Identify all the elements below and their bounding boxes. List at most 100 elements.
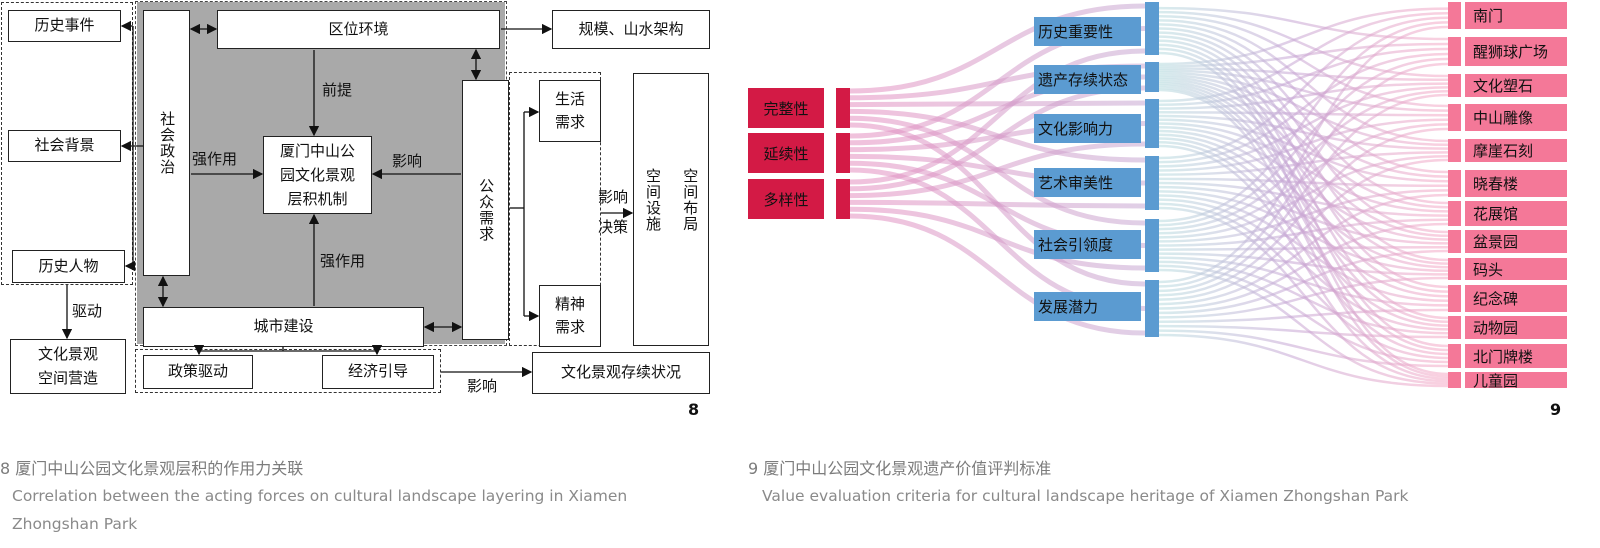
node-label: 经济引导 <box>347 362 408 381</box>
sankey-right-bar <box>1448 170 1461 197</box>
sankey-middle-bar <box>1145 219 1159 272</box>
sankey-flow <box>1158 127 1449 297</box>
node-core-mechanism: 厦门中山公 园文化景观 层积机制 <box>263 136 372 214</box>
sankey-left-node: 完整性 <box>748 88 824 128</box>
sankey-flow <box>1158 177 1449 188</box>
sankey-flow <box>1158 42 1449 68</box>
node-spirit-demand: 精神 需求 <box>539 285 601 347</box>
node-label: 社会背景 <box>34 136 95 155</box>
node-location-env: 区位环境 <box>217 10 500 49</box>
node-social-politics: 社会政治 <box>143 10 190 276</box>
edge-label-influence-right: 影响 <box>392 152 423 170</box>
sankey-flow <box>1158 7 1449 66</box>
sankey-flow <box>849 100 1146 108</box>
node-label: 历史人物 <box>38 256 99 275</box>
node-label: 历史事件 <box>34 16 95 35</box>
figure-8-caption-cn: 8 厦门中山公园文化景观层积的作用力关联 <box>0 459 304 478</box>
sankey-flow <box>1158 158 1449 301</box>
sankey-left-node: 延续性 <box>748 133 824 173</box>
sankey-flow <box>1158 111 1449 117</box>
sankey-right-node: 摩崖石刻 <box>1465 139 1567 162</box>
sankey-right-node: 文化塑石 <box>1465 74 1567 97</box>
node-public-demand: 公众需求 <box>462 80 509 340</box>
sankey-flow <box>1158 154 1449 239</box>
edge-label-strong-left: 强作用 <box>192 150 238 168</box>
sankey-flow <box>1158 16 1449 160</box>
sankey-right-bar <box>1448 104 1461 131</box>
sankey-flow <box>1158 193 1449 306</box>
node-label: 公众需求 <box>477 178 496 242</box>
node-label: 城市建设 <box>253 317 314 336</box>
sankey-flow <box>1158 222 1449 310</box>
sankey-flow <box>1158 93 1449 293</box>
sankey-middle-node: 发展潜力 <box>1034 292 1141 321</box>
sankey-left-bar <box>836 133 850 173</box>
node-life-demand: 生活 需求 <box>539 80 601 142</box>
sankey-flow <box>1158 47 1449 106</box>
sankey-flow <box>1158 86 1449 168</box>
figure-9-number: 9 <box>1550 400 1562 419</box>
node-label: 规模、山水架构 <box>578 19 684 38</box>
sankey-flow <box>1158 25 1449 284</box>
sankey-flow <box>1158 181 1449 217</box>
sankey-flow <box>1158 67 1449 82</box>
sankey-right-node: 中山雕像 <box>1465 104 1567 131</box>
sankey-left-bar <box>836 88 850 128</box>
sankey-right-node: 纪念碑 <box>1465 285 1567 312</box>
sankey-right-bar <box>1448 230 1461 253</box>
sankey-flow <box>1158 11 1449 103</box>
edge-label-influence-decide-1: 影响 <box>598 188 629 206</box>
sankey-right-bar <box>1448 372 1461 388</box>
figure-8-number: 8 <box>688 400 700 419</box>
sankey-middle-node: 文化影响力 <box>1034 114 1141 143</box>
node-label: 区位环境 <box>328 19 389 38</box>
sankey-flow <box>1158 249 1449 315</box>
sankey-flow <box>1158 57 1449 227</box>
node-economic-guide: 经济引导 <box>322 355 434 389</box>
sankey-flow <box>849 199 1146 209</box>
edge-label-drive: 驱动 <box>72 302 103 320</box>
sankey-middle-bar <box>1145 280 1159 337</box>
sankey-middle-node: 历史重要性 <box>1034 17 1141 46</box>
node-policy-drive: 政策驱动 <box>143 355 253 389</box>
sankey-right-bar <box>1448 201 1461 226</box>
sankey-left-bar <box>836 179 850 219</box>
sankey-left-node: 多样性 <box>748 179 824 219</box>
figure-8-connectors <box>61 20 634 378</box>
sankey-right-bar <box>1448 316 1461 339</box>
node-historical-figures: 历史人物 <box>12 250 125 283</box>
node-social-background: 社会背景 <box>8 130 121 162</box>
sankey-flow <box>1158 333 1449 388</box>
sankey-flow <box>1158 82 1449 110</box>
sankey-flow <box>1158 21 1449 223</box>
sankey-right-bar <box>1448 37 1461 66</box>
node-space-layout-group: 空间设施 空间布局 <box>633 73 709 346</box>
sankey-right-node: 醒狮球广场 <box>1465 37 1567 66</box>
sankey-middle-bar <box>1145 156 1159 210</box>
figure-9-caption-cn: 9 厦门中山公园文化景观遗产价值评判标准 <box>748 459 1052 478</box>
sankey-flow <box>1158 329 1449 368</box>
sankey-right-bar <box>1448 2 1461 29</box>
sankey-right-node: 晓春楼 <box>1465 170 1567 197</box>
sankey-right-node: 南门 <box>1465 2 1567 29</box>
node-label: 文化景观 空间营造 <box>37 345 98 387</box>
node-label-space-layout: 空间布局 <box>681 168 700 232</box>
sankey-flow <box>1158 151 1449 176</box>
sankey-flow <box>1158 118 1449 183</box>
sankey-middle-bar <box>1145 62 1159 92</box>
sankey-right-bar <box>1448 285 1461 312</box>
edge-label-strong-bottom: 强作用 <box>320 252 366 270</box>
sankey-flow <box>1158 89 1449 231</box>
sankey-flow <box>1158 62 1449 288</box>
sankey-flow <box>849 141 1146 199</box>
sankey-flow <box>1158 114 1449 150</box>
sankey-flow <box>1158 23 1449 174</box>
sankey-flow <box>849 213 1146 336</box>
sankey-flow <box>849 3 1146 94</box>
sankey-flow <box>1158 308 1449 323</box>
figure-9-caption-en: Value evaluation criteria for cultural l… <box>762 487 1409 505</box>
sankey-middle-node: 社会引领度 <box>1034 230 1141 259</box>
sankey-middle-bar <box>1145 99 1159 148</box>
sankey-flow <box>1158 144 1449 381</box>
sankey-flow <box>1158 189 1449 243</box>
